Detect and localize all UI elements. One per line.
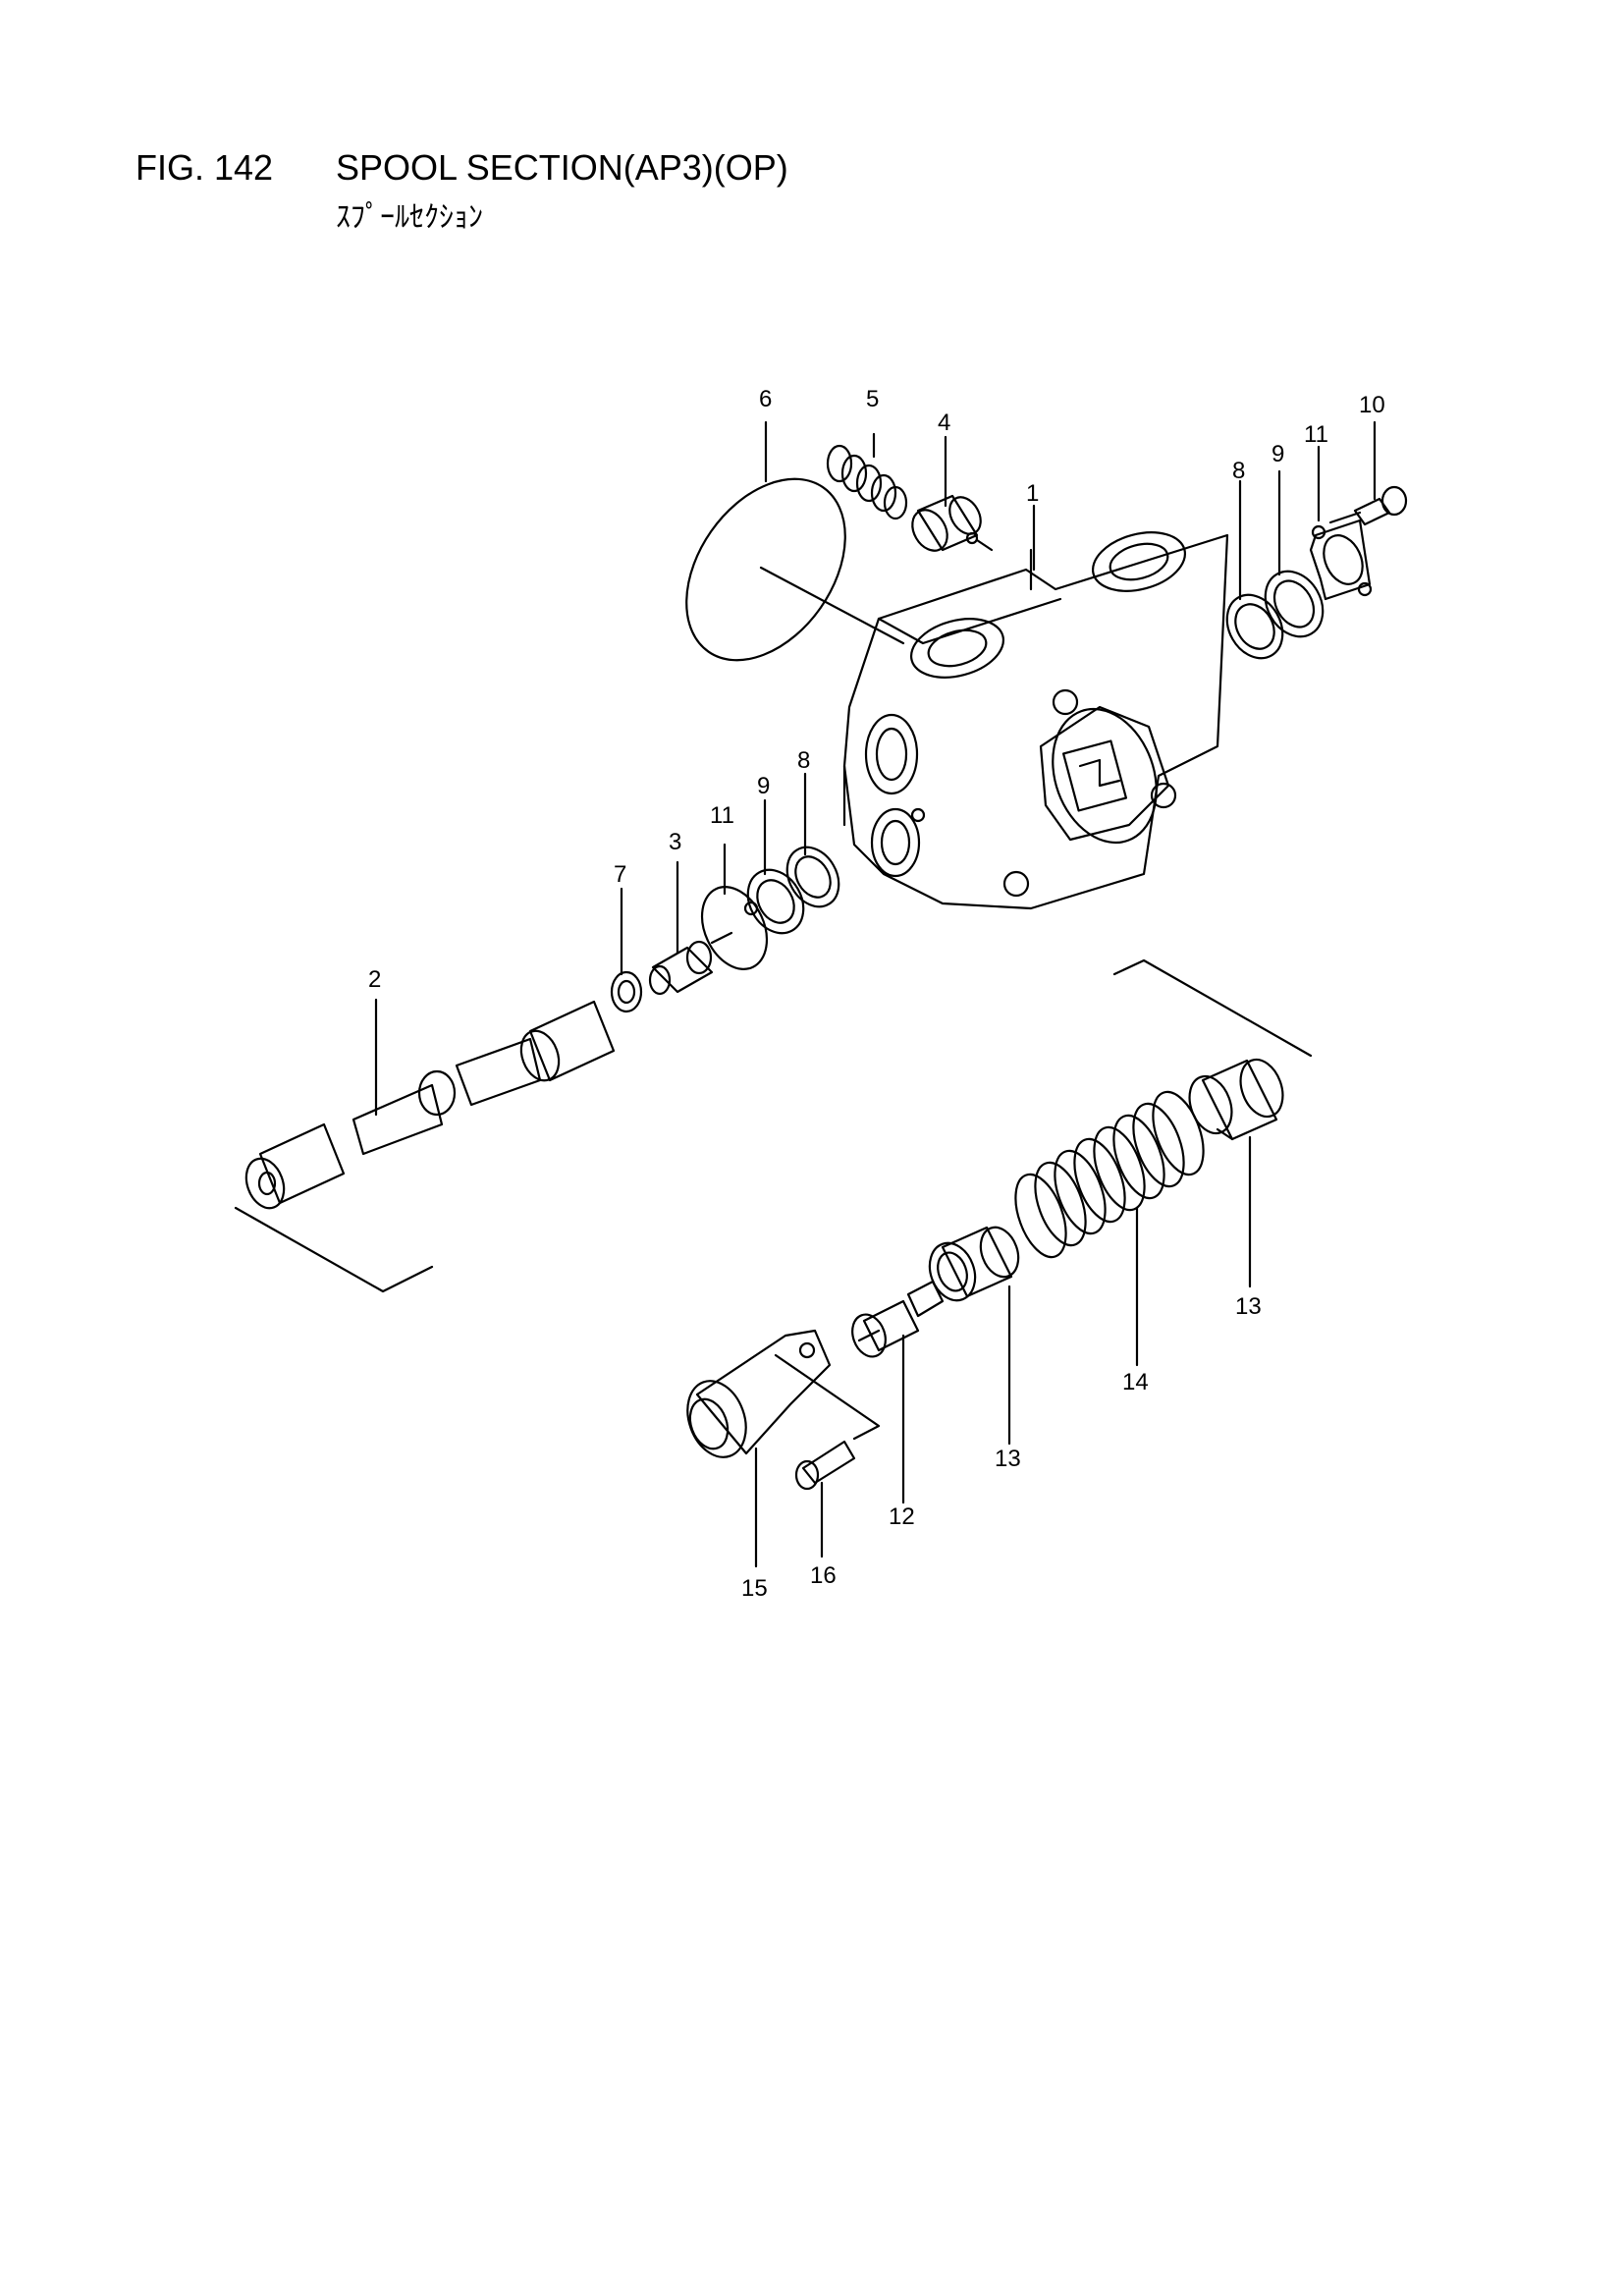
callout-8-left: 8 (797, 747, 810, 774)
part-3-fitting (648, 931, 733, 996)
part-11-plate-right (1309, 519, 1373, 601)
part-4-plug (911, 494, 994, 552)
part-6-gasket (685, 477, 905, 662)
callout-12: 12 (889, 1503, 915, 1530)
figure-number: FIG. 142 (135, 147, 274, 188)
callout-7: 7 (614, 861, 626, 888)
callout-2: 2 (368, 966, 381, 993)
part-5-spring (826, 444, 908, 520)
part-11-plate-left (700, 886, 769, 970)
part-12-screw (851, 1280, 945, 1358)
part-10-bolt (1328, 485, 1408, 526)
part-9-ring-right (1264, 570, 1325, 638)
leader-lines (374, 420, 1377, 1568)
callout-3: 3 (669, 829, 681, 855)
part-9-ring-left (746, 868, 805, 935)
callout-13-left: 13 (995, 1446, 1021, 1472)
part-13-collar-right (1188, 1058, 1284, 1141)
callout-1: 1 (1026, 480, 1039, 507)
callout-11-left: 11 (710, 802, 734, 829)
part-8-ring-left (785, 846, 840, 908)
callout-9-left: 9 (757, 773, 770, 799)
bracket-left (234, 1206, 434, 1293)
part-15-cap (686, 1329, 881, 1458)
callout-5: 5 (866, 386, 879, 412)
figure-title: SPOOL SECTION(AP3)(OP) (336, 147, 788, 188)
callout-11-right: 11 (1304, 421, 1328, 448)
callout-16: 16 (810, 1562, 837, 1589)
callout-6: 6 (759, 386, 772, 412)
part-13-collar-left (928, 1226, 1020, 1302)
callout-13-right: 13 (1235, 1293, 1262, 1320)
part-1-valve-body (842, 531, 1229, 910)
callout-14: 14 (1122, 1369, 1149, 1395)
callout-15: 15 (741, 1575, 768, 1602)
part-16-bolt (794, 1440, 856, 1491)
part-2-spool (244, 1000, 616, 1210)
part-8-ring-right (1225, 593, 1284, 660)
part-14-spring (1014, 1090, 1205, 1259)
callout-4: 4 (938, 410, 950, 436)
callout-labels: 6 5 4 1 8 9 11 10 8 9 11 3 7 2 12 13 13 … (368, 386, 1385, 1602)
bracket-right (1112, 958, 1313, 1058)
callout-8-right: 8 (1232, 458, 1245, 484)
callout-9-right: 9 (1271, 441, 1284, 467)
part-7-washer (610, 970, 643, 1013)
figure-subtitle: ｽﾌﾟｰﾙｾｸｼｮﾝ (336, 200, 483, 235)
callout-10: 10 (1359, 392, 1385, 418)
